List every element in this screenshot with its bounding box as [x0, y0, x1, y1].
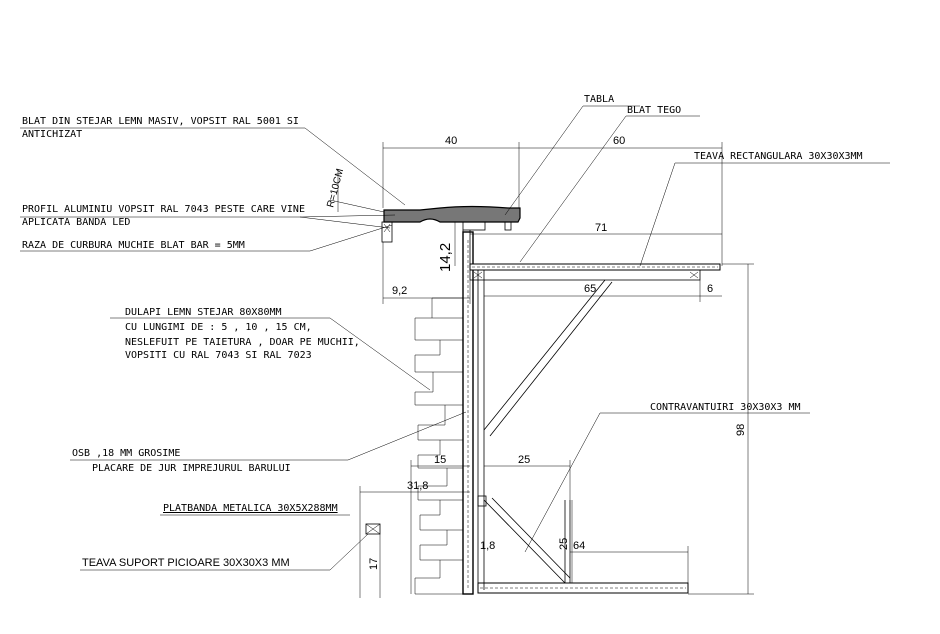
leader-lines: [20, 105, 890, 571]
dim-65: 65: [584, 283, 596, 295]
dim-15: 15: [434, 454, 446, 466]
dim-60: 60: [613, 135, 625, 147]
label-tabla: TABLA: [584, 94, 614, 105]
label-profil-2: APLICATA BANDA LED: [22, 217, 130, 228]
annotation-labels: TABLA BLAT TEGO BLAT DIN STEJAR LEMN MAS…: [22, 94, 863, 569]
dim-14-2: 14,2: [437, 243, 454, 272]
oak-bar-top: [381, 205, 521, 270]
label-contravantuiri: CONTRAVANTUIRI 30X30X3 MM: [650, 402, 801, 413]
dim-64: 64: [573, 540, 585, 552]
label-teava-suport: TEAVA SUPORT PICIOARE 30X30X3 MM: [82, 557, 290, 569]
label-osb-2: PLACARE DE JUR IMPREJURUL BARULUI: [92, 463, 291, 474]
label-dulapi-4: VOPSITI CU RAL 7043 SI RAL 7023: [125, 350, 312, 361]
label-platbanda: PLATBANDA METALICA 30X5X288MM: [163, 503, 338, 514]
dimension-lines: [329, 142, 754, 598]
dim-radius: R=10CM: [325, 168, 346, 209]
dim-71: 71: [595, 222, 607, 234]
structure: [365, 205, 721, 595]
dim-98: 98: [735, 424, 747, 436]
label-teava-rect: TEAVA RECTANGULARA 30X30X3MM: [694, 151, 863, 162]
label-dulapi-1: DULAPI LEMN STEJAR 80X80MM: [125, 307, 282, 318]
label-raza: RAZA DE CURBURA MUCHIE BLAT BAR = 5MM: [22, 240, 245, 251]
label-blat-stejar-1: BLAT DIN STEJAR LEMN MASIV, VOPSIT RAL 5…: [22, 116, 299, 127]
label-dulapi-3: NESLEFUIT PE TAIETURA , DOAR PE MUCHII,: [125, 337, 360, 348]
dim-9-2: 9,2: [392, 285, 407, 297]
label-blat-stejar-2: ANTICHIZAT: [22, 129, 82, 140]
label-blat-tego: BLAT TEGO: [627, 105, 681, 116]
label-profil-1: PROFIL ALUMINIU VOPSIT RAL 7043 PESTE CA…: [22, 204, 305, 215]
upper-brace: [483, 279, 613, 437]
label-dulapi-2: CU LUNGIMI DE : 5 , 10 , 15 CM,: [125, 322, 312, 333]
dimension-values: 40 60 71 65 6 9,2 14,2 98 15 25 31,8 1,8…: [325, 135, 747, 570]
left-leg-support: [365, 523, 381, 535]
bottom-support: [477, 495, 689, 594]
dim-1-8: 1,8: [480, 540, 495, 552]
dim-25-a: 25: [518, 454, 530, 466]
dim-31-8: 31,8: [407, 480, 428, 492]
dim-25-b: 25: [558, 538, 570, 550]
oak-cladding: [414, 297, 463, 595]
label-osb-1: OSB ,18 MM GROSIME: [72, 448, 180, 459]
dim-40: 40: [445, 135, 457, 147]
dim-17: 17: [368, 558, 380, 570]
dim-6: 6: [707, 283, 713, 295]
top-rectangular-tube: [469, 263, 721, 281]
